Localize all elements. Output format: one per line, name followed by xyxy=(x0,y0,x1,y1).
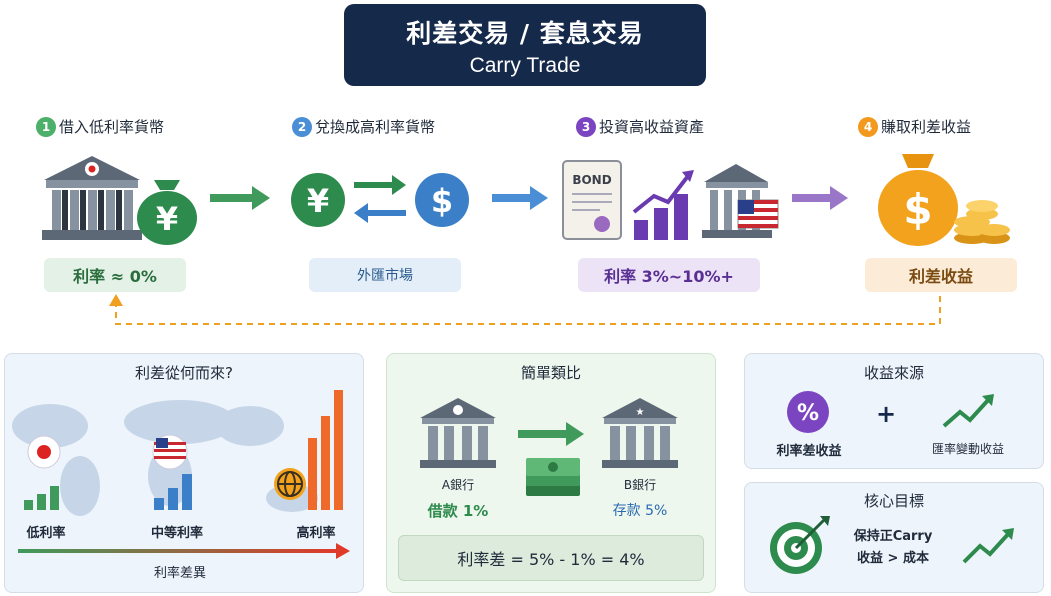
arrow-right-icon xyxy=(210,186,270,210)
page-title: 利差交易 / 套息交易 xyxy=(406,19,644,48)
currency-exchange-icon: ¥ $ xyxy=(291,173,469,227)
yen-money-bag-icon: ¥ xyxy=(137,180,197,245)
step-3-rate-tag: 利率 3%~10%+ xyxy=(578,258,760,292)
cash-stack-icon xyxy=(526,458,580,496)
arrow-right-icon xyxy=(518,422,584,446)
arrow-right-icon xyxy=(492,186,548,210)
bond-certificate-icon: BOND xyxy=(562,160,622,240)
step-4-text: 賺取利差收益 xyxy=(881,118,972,136)
bond-label: BOND xyxy=(572,173,611,187)
rate-difference-formula: 利率差 = 5% - 1% = 4% xyxy=(398,535,704,581)
step-4-label: 4 賺取利差收益 xyxy=(858,116,971,137)
rate-difference-label: 利率差異 xyxy=(153,566,206,581)
bank-a-icon xyxy=(420,398,496,468)
svg-text:★: ★ xyxy=(636,407,645,418)
us-bank-icon xyxy=(702,164,779,238)
goal-line-1: 保持正Carry xyxy=(853,529,933,544)
dollar-bag-symbol: $ xyxy=(903,185,932,234)
analogy-title: 簡單類比 xyxy=(520,364,581,382)
step-3-label: 3 投資高收益資產 xyxy=(576,116,704,137)
emerging-globe-icon xyxy=(274,468,306,500)
step-2-text: 兌換成高利率貨幣 xyxy=(315,118,436,136)
step-4-profit-tag: 利差收益 xyxy=(865,258,1017,292)
japan-bank-icon xyxy=(42,156,142,240)
step-1-number: 1 xyxy=(36,116,56,137)
mid-rate-label: 中等利率 xyxy=(150,526,203,541)
step-1-label: 1 借入低利率貨幣 xyxy=(36,116,164,137)
gold-coins-icon xyxy=(954,200,1010,244)
core-goal-text: 保持正Carry 收益 > 成本 xyxy=(846,526,940,570)
rate-origin-title: 利差從何而來? xyxy=(135,364,233,382)
target-icon xyxy=(770,516,830,574)
bank-b-label: B銀行 xyxy=(623,478,657,492)
plus-icon: + xyxy=(876,400,897,428)
interest-profit-label: 利率差收益 xyxy=(776,444,842,459)
high-rate-label: 高利率 xyxy=(296,526,336,541)
step-4-number: 4 xyxy=(858,116,878,137)
bank-a-label: A銀行 xyxy=(441,478,475,492)
page-subtitle: Carry Trade xyxy=(469,54,581,77)
fx-profit-label: 匯率變動收益 xyxy=(931,442,1004,456)
bank-b-deposit: 存款 5% xyxy=(612,503,668,519)
yen-coin-symbol: ¥ xyxy=(307,182,329,220)
title-banner: 利差交易 / 套息交易 Carry Trade xyxy=(344,4,706,86)
axis-arrow-head xyxy=(336,543,350,559)
rising-chart-icon xyxy=(632,170,694,240)
high-rate-bars xyxy=(308,390,343,510)
step-1-rate-tag: 利率 ≈ 0% xyxy=(44,258,186,292)
step-2-label: 2 兌換成高利率貨幣 xyxy=(292,116,435,137)
step-1-text: 借入低利率貨幣 xyxy=(59,118,165,136)
japan-flag-icon xyxy=(27,435,61,469)
trend-up-icon xyxy=(942,394,994,428)
dollar-coin-symbol: $ xyxy=(431,182,453,220)
dollar-money-bag-icon: $ xyxy=(878,154,1010,246)
step-2-market-tag: 外匯市場 xyxy=(309,258,461,292)
bank-b-icon: ★ xyxy=(602,398,678,468)
usa-flag-globe-icon xyxy=(152,434,188,470)
arrow-right-icon xyxy=(792,186,848,210)
bank-a-borrow: 借款 1% xyxy=(427,502,489,520)
rate-difference-axis xyxy=(18,549,338,553)
step-3-text: 投資高收益資產 xyxy=(599,118,705,136)
goal-line-2: 收益 > 成本 xyxy=(857,551,929,566)
profit-source-title: 收益來源 xyxy=(863,364,924,382)
rate-origin-graphic xyxy=(12,390,350,559)
low-rate-bars xyxy=(24,486,59,510)
step-3-number: 3 xyxy=(576,116,596,137)
step-2-number: 2 xyxy=(292,116,312,137)
mid-rate-bars xyxy=(154,474,192,510)
low-rate-label: 低利率 xyxy=(26,526,66,541)
percent-icon: % xyxy=(787,391,829,433)
yen-symbol: ¥ xyxy=(156,200,178,238)
trend-up-icon xyxy=(962,528,1014,564)
us-flag-icon xyxy=(737,199,779,229)
loop-back-arrow xyxy=(109,294,941,325)
percent-symbol: % xyxy=(797,401,819,426)
core-goal-title: 核心目標 xyxy=(863,492,924,510)
